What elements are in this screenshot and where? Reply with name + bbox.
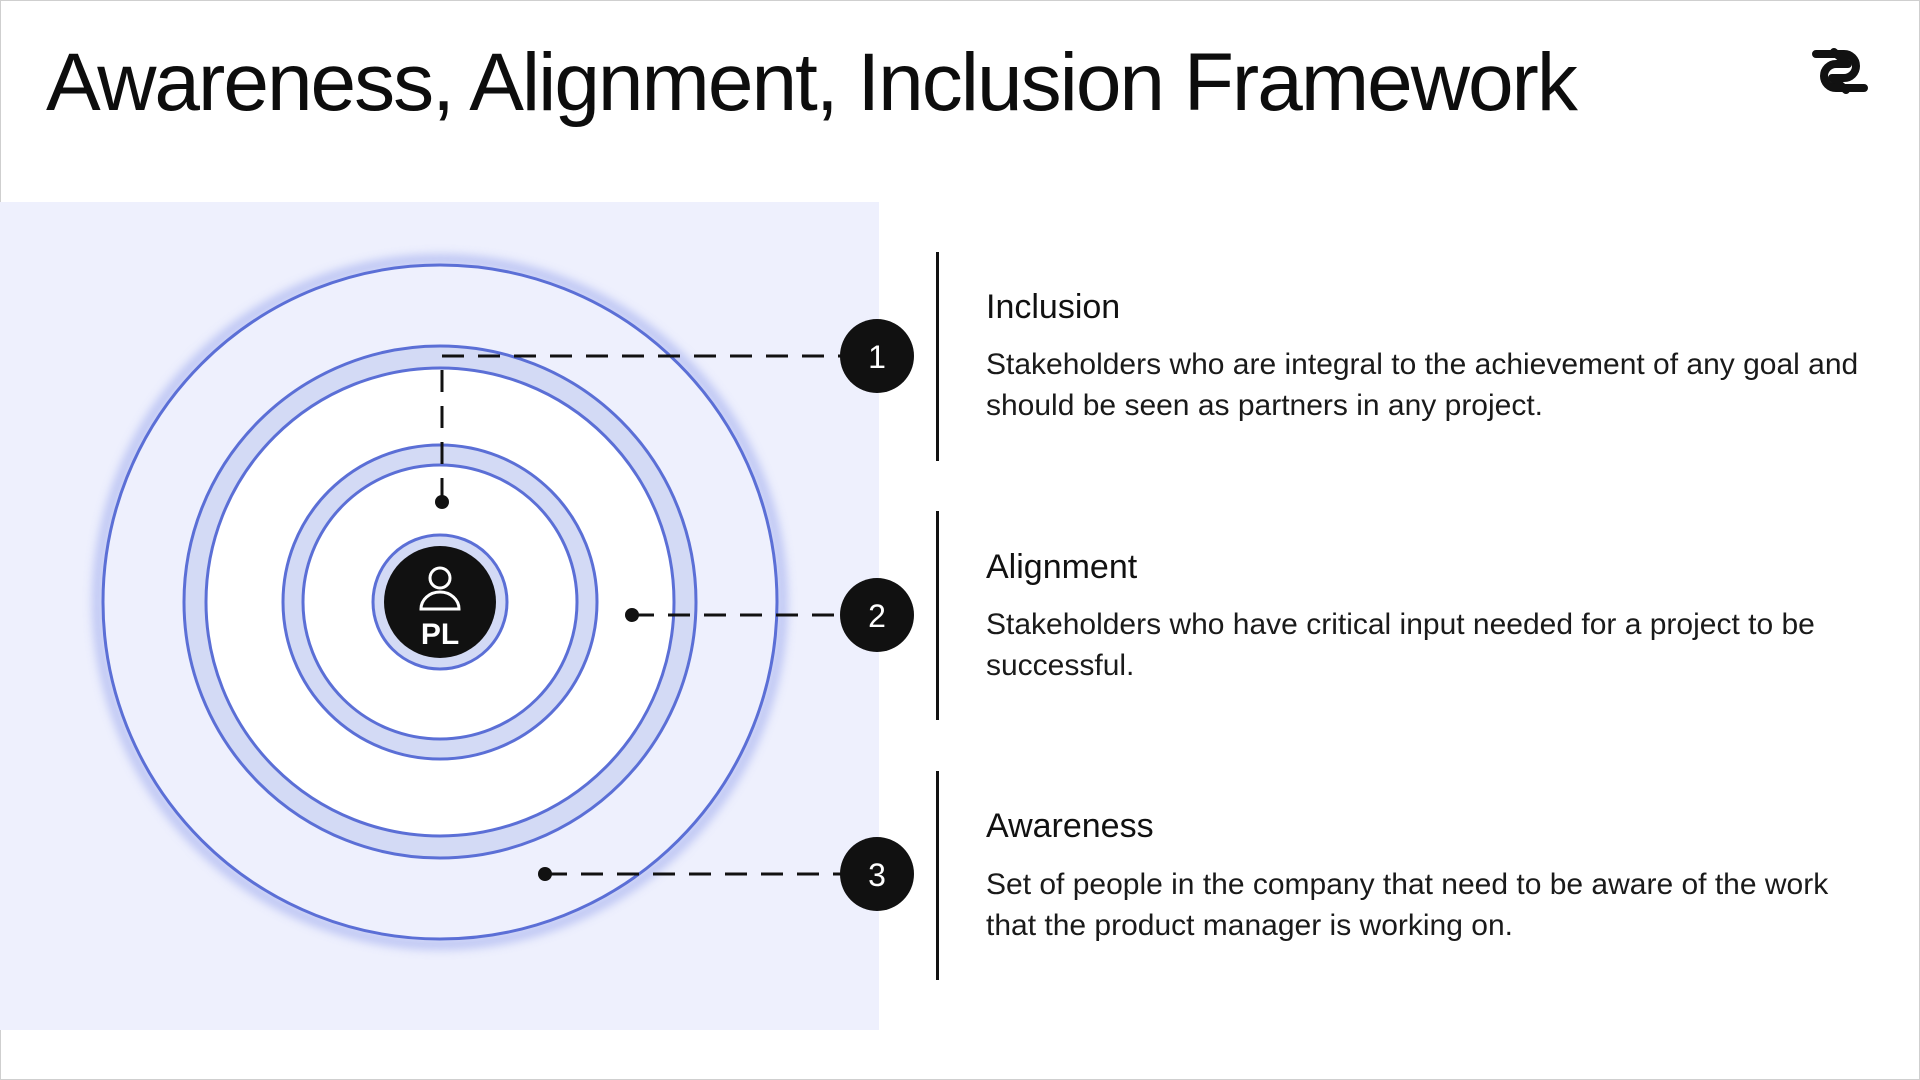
svg-text:2: 2	[868, 598, 886, 634]
alignment-description: Stakeholders who have critical input nee…	[986, 608, 1815, 682]
connector-2-dot	[625, 608, 639, 622]
separator-1	[936, 252, 939, 461]
brand-logo	[1812, 48, 1868, 94]
separator-2	[936, 511, 939, 720]
separator-3	[936, 771, 939, 980]
badge-2: 2	[840, 578, 914, 652]
awareness-heading: Awareness	[986, 807, 1154, 845]
awareness-description: Set of people in the company that need t…	[986, 868, 1829, 942]
badge-3: 3	[840, 837, 914, 911]
inclusion-heading: Inclusion	[986, 288, 1121, 326]
inclusion-description: Stakeholders who are integral to the ach…	[986, 348, 1859, 422]
alignment-heading: Alignment	[986, 548, 1138, 586]
connector-1	[440, 354, 846, 500]
center-label: PL	[421, 618, 459, 651]
connector-3-dot	[538, 867, 552, 881]
connector-1-dot	[435, 495, 449, 509]
svg-text:3: 3	[868, 857, 886, 893]
center-node	[384, 546, 496, 658]
svg-text:1: 1	[868, 339, 886, 375]
person-icon	[419, 566, 461, 611]
badge-1: 1	[840, 319, 914, 393]
slide-title: Awareness, Alignment, Inclusion Framewor…	[46, 37, 1578, 128]
